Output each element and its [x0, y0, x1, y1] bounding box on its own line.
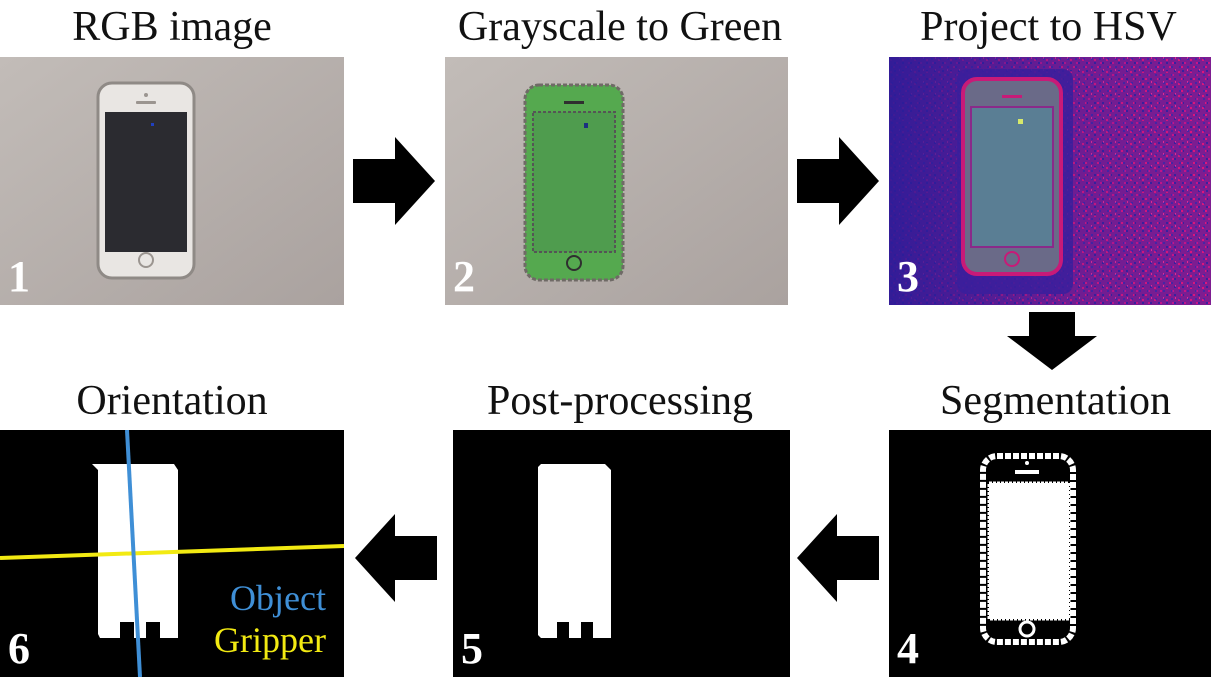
step-5-number: 5 [461, 624, 483, 673]
step-5-title: Post-processing [487, 378, 753, 424]
panel-rgb-image: 1 [0, 57, 344, 305]
panel-segmentation: 4 [889, 430, 1211, 677]
legend-gripper: Gripper [214, 620, 326, 660]
rgb-phone-photo [0, 57, 344, 305]
green-phone-image [445, 57, 788, 305]
object-axis-line [125, 430, 142, 677]
arrow-right-1 [353, 137, 435, 225]
segmentation-mask [980, 453, 1076, 645]
panel-hsv: 3 [889, 57, 1211, 305]
step-6-number: 6 [8, 624, 30, 673]
panel-orientation: 6 Object Gripper [0, 430, 344, 677]
step-2-title: Grayscale to Green [457, 4, 783, 50]
step-6-title: Orientation [76, 378, 268, 424]
panel-post-processing: 5 [453, 430, 790, 677]
panel-grayscale-green: 2 [445, 57, 788, 305]
arrow-down-1 [1007, 312, 1097, 370]
step-4-title: Segmentation [940, 378, 1171, 424]
step-3-number: 3 [897, 252, 919, 301]
step-2-number: 2 [453, 252, 475, 301]
hsv-phone-image [889, 57, 1211, 305]
orientation-image [0, 430, 344, 677]
legend-object: Object [230, 578, 326, 618]
step-3-title: Project to HSV [920, 4, 1177, 50]
gripper-axis-line [0, 544, 344, 560]
step-4-number: 4 [897, 624, 919, 673]
step-1-number: 1 [8, 252, 30, 301]
arrow-left-1 [797, 514, 879, 602]
step-1-title: RGB image [72, 4, 272, 50]
post-processed-mask [538, 464, 611, 638]
arrow-right-2 [797, 137, 879, 225]
arrow-left-2 [355, 514, 437, 602]
